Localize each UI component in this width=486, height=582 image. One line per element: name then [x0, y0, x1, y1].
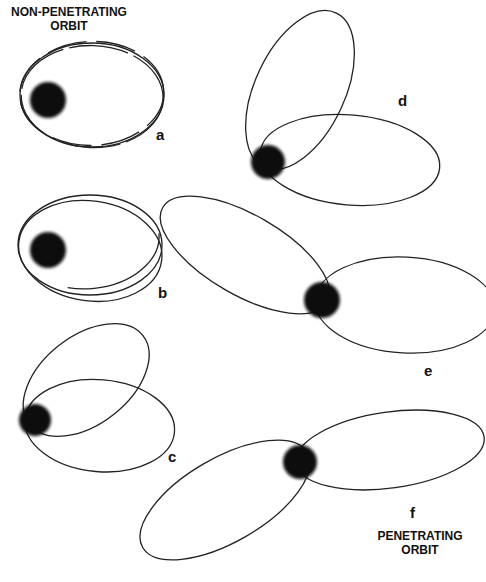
atomic-core [251, 145, 285, 179]
atomic-core [30, 82, 66, 118]
orbit [291, 399, 486, 501]
atomic-core [304, 282, 340, 318]
orbit [122, 416, 329, 582]
core-blobs [19, 82, 340, 479]
orbit [18, 39, 166, 148]
atomic-core [30, 232, 66, 268]
panel-letter: d [398, 92, 407, 109]
atomic-core [283, 445, 317, 479]
orbit [15, 186, 164, 296]
figure-heading: PENETRATING ORBIT [362, 530, 478, 558]
figure-heading: NON-PENETRATING ORBIT [4, 6, 134, 34]
panel-letter: e [424, 362, 432, 379]
panel-letter: b [158, 284, 167, 301]
panel-letter: f [410, 504, 415, 521]
panel-letter: c [168, 448, 176, 465]
atomic-core [19, 404, 51, 436]
orbit [143, 173, 348, 337]
orbit [2, 301, 170, 459]
orbit [12, 191, 169, 310]
orbit [19, 43, 164, 150]
panel-letter: a [156, 126, 164, 143]
orbit [18, 195, 162, 295]
orbit [223, 0, 376, 186]
